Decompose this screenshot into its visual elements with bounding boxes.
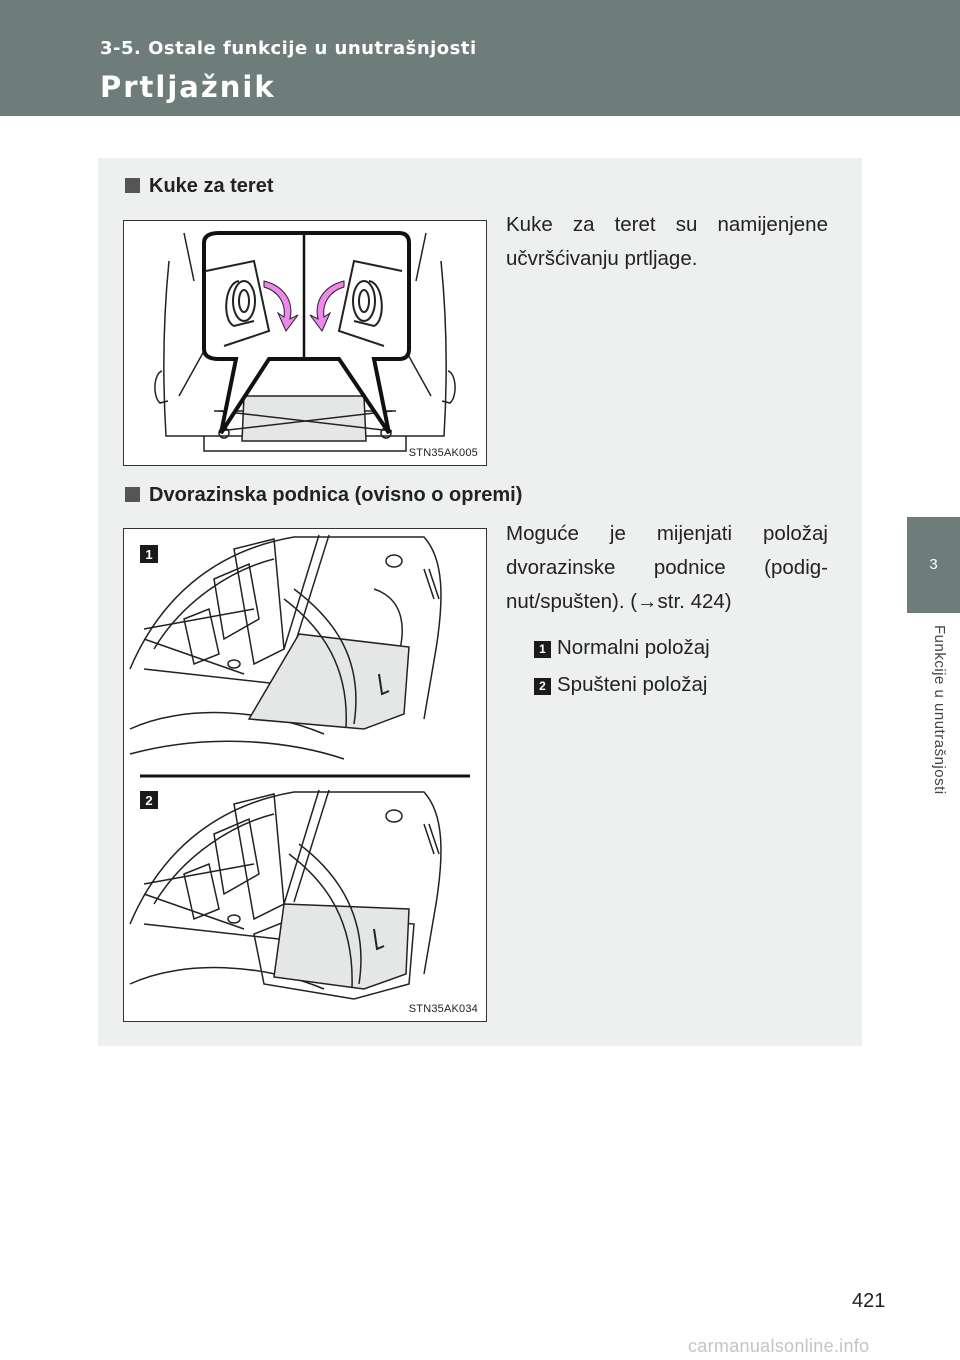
badge-2-icon: 2 xyxy=(534,678,551,695)
watermark: carmanualsonline.info xyxy=(688,1336,870,1356)
list-item-label: Normalni položaj xyxy=(557,636,710,659)
figure-code: STN35AK005 xyxy=(408,447,478,459)
two-level-floor-illustration: 1 2 xyxy=(129,534,470,1000)
list-item-normal-position: 1 Normalni položaj xyxy=(534,636,710,660)
page-title: Prtljažnik xyxy=(100,70,276,104)
figure-cargo-hooks: STN35AK005 xyxy=(123,220,487,466)
heading-cargo-hooks: Kuke za teret xyxy=(125,175,274,198)
heading-text: Kuke za teret xyxy=(149,175,274,197)
heading-text: Dvorazinska podnica (ovisno o opremi) xyxy=(149,484,523,506)
cargo-hooks-illustration xyxy=(154,231,456,452)
two-level-floor-description: Moguće je mijenjati položaj dvorazinske … xyxy=(506,522,828,613)
page-header: 3-5. Ostale funkcije u unutrašnjosti Prt… xyxy=(0,0,960,116)
svg-text:1: 1 xyxy=(145,547,152,562)
figure-two-level-floor: 1 2 xyxy=(123,528,487,1022)
badge-1-icon xyxy=(140,545,158,563)
page-number: 421 xyxy=(852,1290,886,1312)
badge-1-icon: 1 xyxy=(534,641,551,658)
square-bullet-icon xyxy=(125,178,140,193)
section-title: 3-5. Ostale funkcije u unutrašnjosti xyxy=(100,38,477,59)
cargo-hooks-description: Kuke za teret su namijenjene učvršćivanj… xyxy=(506,213,828,270)
list-item-lowered-position: 2 Spušteni položaj xyxy=(534,673,707,697)
heading-two-level-floor: Dvorazinska podnica (ovisno o opremi) xyxy=(125,484,522,507)
list-item-label: Spušteni položaj xyxy=(557,673,708,696)
badge-2-icon xyxy=(140,791,158,809)
chapter-tab: 3 xyxy=(907,517,960,613)
svg-text:2: 2 xyxy=(145,793,152,808)
square-bullet-icon xyxy=(125,487,140,502)
chapter-label: Funkcije u unutrašnjosti xyxy=(931,625,948,795)
figure-code: STN35AK034 xyxy=(408,1003,478,1015)
